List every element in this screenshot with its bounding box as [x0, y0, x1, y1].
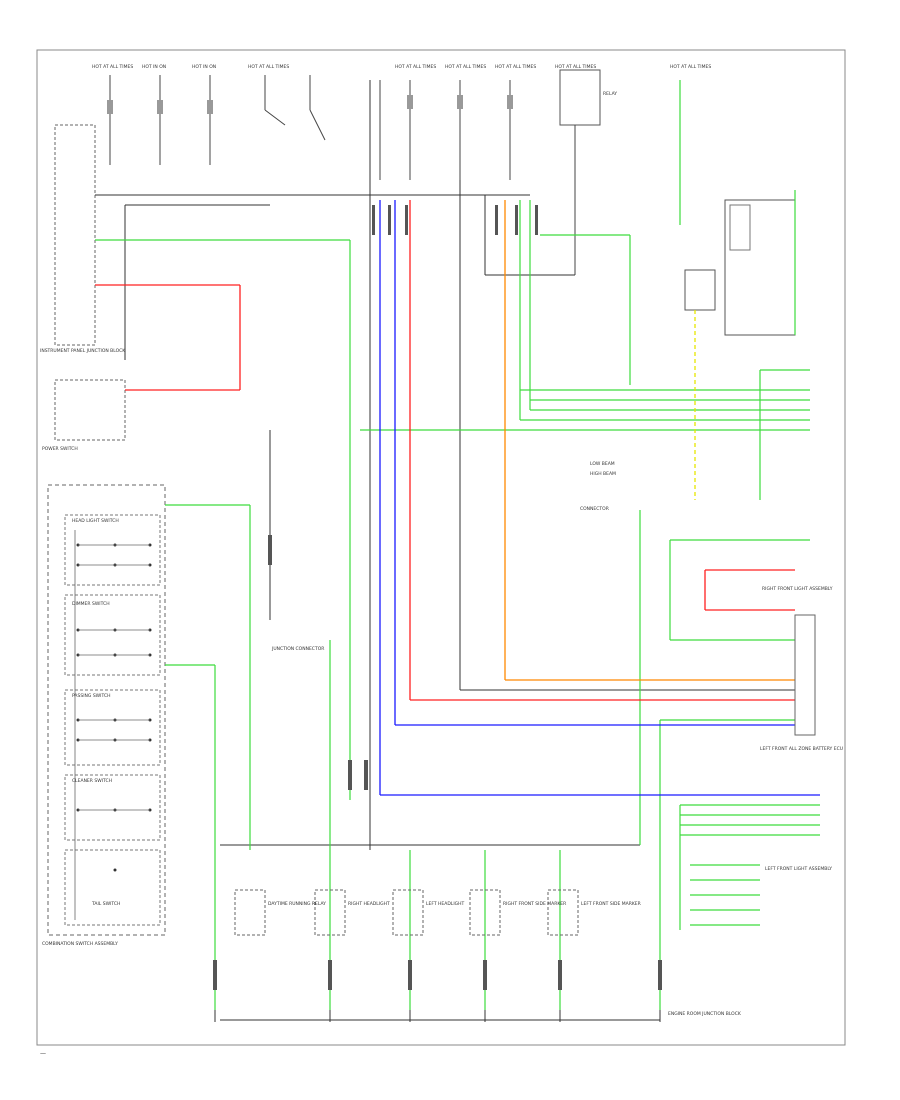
- connector-label: CONNECTOR: [580, 506, 609, 512]
- footer-code: —: [40, 1050, 46, 1057]
- combination-switch-label: COMBINATION SWITCH ASSEMBLY: [42, 941, 118, 947]
- splice-label: JUNCTION CONNECTOR: [271, 646, 324, 652]
- fuse-label-8: HOT AT ALL TIMES: [555, 64, 596, 70]
- dash-label-1: LOW BEAM: [590, 461, 615, 467]
- fuse-drops: [109, 75, 511, 180]
- module-box-2: [314, 889, 346, 936]
- bottom-module-labels: DAYTIME RUNNING RELAY RIGHT HEADLIGHT LE…: [268, 901, 641, 907]
- pass-switch-label: PASSING SWITCH: [72, 693, 110, 699]
- headlight-switch-box: [64, 514, 161, 586]
- dimmer-switch-label: DIMMER SWITCH: [72, 601, 110, 607]
- module-label-3: LEFT HEADLIGHT: [426, 901, 465, 907]
- fuse-label-6: HOT AT ALL TIMES: [445, 64, 486, 70]
- bottom-note-label: ENGINE ROOM JUNCTION BLOCK: [668, 1011, 742, 1017]
- headlight-switch-label: HEAD LIGHT SWITCH: [72, 518, 119, 524]
- fuse-boxes: [107, 95, 513, 114]
- ground-symbols: [214, 1010, 661, 1022]
- switch-contacts: [76, 543, 152, 872]
- diagram-frame: [36, 49, 846, 1046]
- fuse-label-4: HOT AT ALL TIMES: [248, 64, 289, 70]
- power-switch-box: [54, 379, 126, 441]
- fuse-label-2: HOT IN ON: [142, 64, 166, 70]
- module-box-5: [547, 889, 579, 936]
- module-box-1: [234, 889, 266, 936]
- cleaner-switch-box: [64, 774, 161, 841]
- ecu-left-label: LEFT FRONT LIGHT ASSEMBLY: [765, 866, 832, 872]
- relay-box: [559, 69, 601, 126]
- wires-orange: [504, 200, 795, 681]
- module-box-3: [392, 889, 424, 936]
- module-label-4: RIGHT FRONT SIDE MARKER: [503, 901, 566, 907]
- tail-switch-box: [64, 849, 161, 926]
- relay-label: RELAY: [603, 91, 617, 97]
- module-label-2: RIGHT HEADLIGHT: [348, 901, 390, 907]
- instrument-panel-junction-block: [54, 124, 96, 346]
- fuse-label-5: HOT AT ALL TIMES: [395, 64, 436, 70]
- wires-black: [95, 80, 795, 1021]
- junction-block-right-inner: [729, 204, 751, 251]
- dash-label-2: HIGH BEAM: [590, 471, 616, 477]
- bottom-modules: [234, 889, 579, 936]
- relay-small: [684, 269, 716, 311]
- fuse-label-3: HOT IN ON: [192, 64, 216, 70]
- fuse-label-9: HOT AT ALL TIMES: [670, 64, 711, 70]
- power-switch-label: POWER SWITCH: [42, 446, 78, 452]
- combination-switch-box: [47, 484, 166, 936]
- pass-switch-box: [64, 689, 161, 766]
- junction-block-label: INSTRUMENT PANEL JUNCTION BLOCK: [40, 348, 126, 354]
- wires-green: [95, 80, 820, 1010]
- power-labels: HOT AT ALL TIMES HOT IN ON HOT IN ON HOT…: [92, 64, 711, 70]
- dimmer-switch-box: [64, 594, 161, 676]
- cleaner-switch-label: CLEANER SWITCH: [72, 778, 112, 784]
- switch-internal-lines: [74, 530, 150, 920]
- ecu-main-box: [794, 614, 816, 736]
- ecu-main-label: LEFT FRONT ALL ZONE BATTERY ECU: [760, 746, 843, 752]
- fuse-label-7: HOT AT ALL TIMES: [495, 64, 536, 70]
- module-label-1: DAYTIME RUNNING RELAY: [268, 901, 326, 907]
- wires-blue: [379, 200, 820, 796]
- module-label-5: LEFT FRONT SIDE MARKER: [581, 901, 641, 907]
- module-box-4: [469, 889, 501, 936]
- ecu-right-label: RIGHT FRONT LIGHT ASSEMBLY: [762, 586, 833, 592]
- wires-red: [95, 200, 795, 701]
- junction-block-right: [724, 199, 796, 336]
- tail-switch-label: TAIL SWITCH: [91, 901, 120, 907]
- connector-markers: [213, 205, 662, 990]
- fuse-label-1: HOT AT ALL TIMES: [92, 64, 133, 70]
